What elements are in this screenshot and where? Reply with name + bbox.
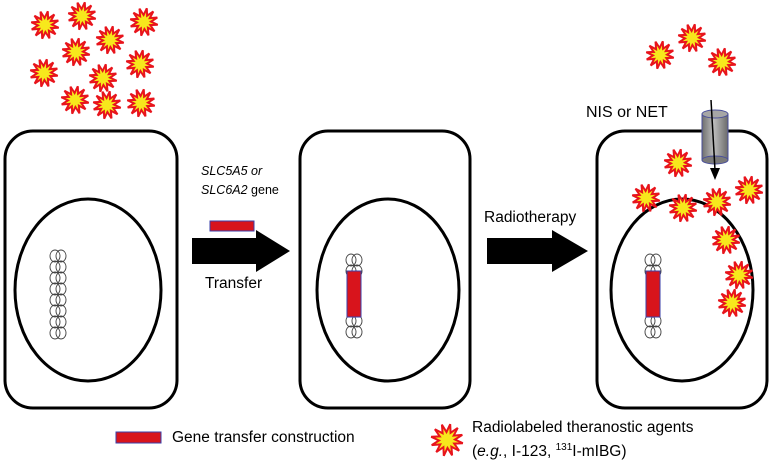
radiolabeled-agent-star (92, 90, 122, 120)
legend-eg: e.g. (477, 443, 504, 461)
legend-agents-line2: (e.g., I-123, 131I-mIBG) (472, 442, 627, 461)
legend-gene-swatch (115, 431, 162, 444)
cell-3-nucleus (609, 197, 755, 383)
cell-1-nucleus (13, 197, 163, 383)
radiolabeled-agent-star (645, 40, 675, 70)
transfer-label: Transfer (205, 275, 263, 292)
radiolabeled-agent-star (129, 7, 159, 37)
legend-agents-part-a: , I-123, (503, 443, 556, 461)
dna-loop (650, 253, 662, 267)
radiolabeled-agent-star (30, 10, 60, 40)
dna-loop (55, 293, 67, 307)
transporter-channel (701, 99, 729, 180)
radiolabeled-agent-star (60, 85, 90, 115)
dna-loop (644, 325, 656, 339)
dna-loop (345, 325, 357, 339)
dna-loop (49, 260, 61, 274)
radiolabeled-agent-star (717, 288, 747, 318)
cell-2 (298, 129, 472, 410)
radiolabeled-agent-star (631, 183, 661, 213)
radiolabeled-agent-star (29, 58, 59, 88)
legend-agents-part-b: I-mIBG) (572, 443, 627, 461)
transfer-arrow (192, 230, 290, 272)
legend-agents-label: Radiolabeled theranostic agents (e.g., I… (472, 418, 693, 462)
dna-loop (55, 315, 67, 329)
radiotherapy-arrow (487, 230, 588, 272)
dna-loop (49, 326, 61, 340)
radiolabeled-agent-star (95, 25, 125, 55)
radiolabeled-agent-star (707, 47, 737, 77)
legend-isotope-sup: 131 (555, 442, 573, 453)
radiolabeled-agents (29, 1, 764, 457)
dna-loop (49, 271, 61, 285)
gene-label-line1: SLC5A5 or (201, 164, 263, 178)
transporter-label: NIS or NET (586, 104, 668, 121)
dna-chromatin-3 (644, 253, 662, 339)
radiolabeled-agent-star (67, 1, 97, 31)
dna-loop (49, 282, 61, 296)
dna-loop (49, 315, 61, 329)
radiolabeled-agent-star (125, 49, 155, 79)
radiolabeled-agent-star (702, 187, 732, 217)
gene-construct (209, 220, 255, 232)
dna-loop (55, 271, 67, 285)
dna-loop (351, 325, 363, 339)
dna-loop (650, 325, 662, 339)
radiolabeled-agent-star (663, 148, 693, 178)
gene-name: SLC6A2 (201, 183, 248, 197)
radiolabeled-agent-star (61, 37, 91, 67)
dna-loop (49, 293, 61, 307)
gene-insert-2 (346, 270, 362, 318)
legend-gene-label: Gene transfer construction (172, 429, 355, 446)
cell-2-nucleus (315, 197, 461, 383)
radiolabeled-agent-star (88, 63, 118, 93)
radiotherapy-label: Radiotherapy (484, 209, 577, 226)
gene-word: gene (247, 183, 279, 197)
legend-agent-star-icon (430, 423, 464, 457)
radiolabeled-agent-star (677, 23, 707, 53)
dna-loop (55, 249, 67, 263)
dna-loop (49, 249, 61, 263)
radiolabeled-agent-star (711, 225, 741, 255)
cell-1 (3, 129, 179, 410)
dna-loop (351, 253, 363, 267)
radiolabeled-agent-star (734, 175, 764, 205)
dna-loop (55, 260, 67, 274)
dna-loop (55, 326, 67, 340)
gene-label: SLC5A5 or SLC6A2 gene (201, 162, 279, 200)
legend-agents-line1: Radiolabeled theranostic agents (472, 419, 694, 436)
dna-loop (644, 253, 656, 267)
dna-loop (49, 304, 61, 318)
radiolabeled-agent-star (724, 260, 754, 290)
radiolabeled-agent-star (668, 193, 698, 223)
gene-insert-3 (645, 270, 661, 318)
dna-loop (345, 253, 357, 267)
dna-loop (55, 282, 67, 296)
radiolabeled-agent-star (126, 88, 156, 118)
dna-chromatin-1 (49, 249, 67, 340)
dna-loop (55, 304, 67, 318)
